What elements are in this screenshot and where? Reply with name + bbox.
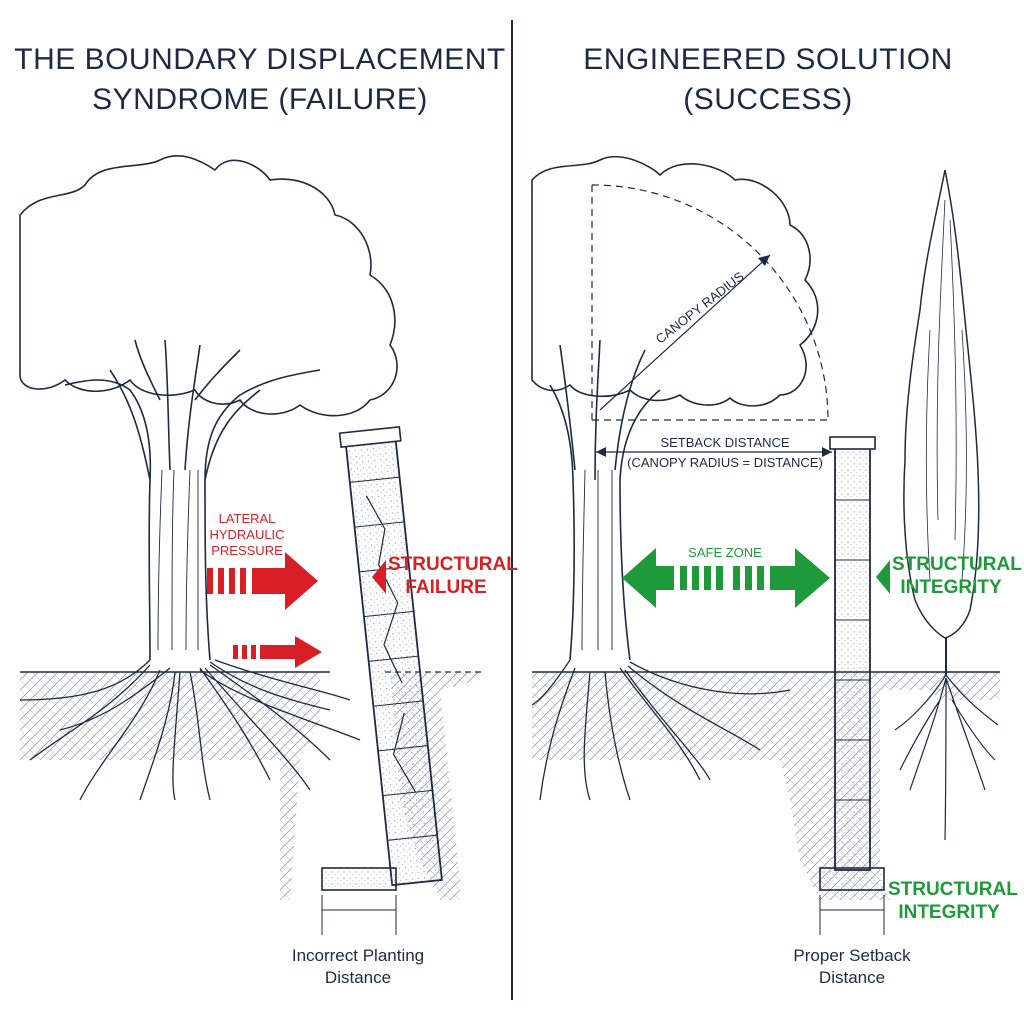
left-panel-illustration bbox=[19, 155, 482, 935]
right-panel-illustration bbox=[531, 155, 1000, 935]
right-title-line2: (SUCCESS) bbox=[683, 83, 853, 116]
left-dimension-marker bbox=[321, 895, 397, 935]
integrity-arrow bbox=[876, 560, 890, 594]
right-title-line1: ENGINEERED SOLUTION bbox=[583, 43, 953, 76]
left-tree-roots bbox=[19, 659, 361, 801]
setback-label-line2: (CANOPY RADIUS = DISTANCE) bbox=[627, 455, 823, 470]
left-failing-wall bbox=[338, 426, 443, 887]
structural-failure-label: STRUCTURAL FAILURE bbox=[388, 553, 518, 599]
left-tree-trunk bbox=[64, 339, 321, 661]
integrity-lower-line1: STRUCTURAL bbox=[888, 879, 1018, 900]
right-caption-line2: Distance bbox=[818, 968, 886, 987]
right-caption-line1: Proper Setback bbox=[793, 946, 911, 965]
structural-integrity-upper-label: STRUCTURAL INTEGRITY bbox=[892, 553, 1022, 599]
pressure-arrow-upper bbox=[207, 552, 318, 610]
left-panel-title: THE BOUNDARY DISPLACEMENT SYNDROME (FAIL… bbox=[10, 40, 510, 120]
right-caption: Proper Setback Distance bbox=[762, 945, 942, 989]
pressure-arrow-lower bbox=[233, 636, 322, 668]
right-tree-roots bbox=[531, 659, 791, 801]
failure-label-line2: FAILURE bbox=[405, 577, 487, 598]
lateral-pressure-label: LATERAL HYDRAULIC PRESSURE bbox=[192, 511, 302, 559]
pressure-label-line3: PRESSURE bbox=[211, 543, 283, 558]
setback-distance-label: SETBACK DISTANCE (CANOPY RADIUS = DISTAN… bbox=[620, 435, 830, 471]
pressure-label-line2: HYDRAULIC bbox=[209, 527, 285, 542]
safe-zone-text: SAFE ZONE bbox=[688, 545, 762, 560]
right-tree-canopy bbox=[531, 155, 819, 407]
cypress-roots bbox=[894, 674, 999, 841]
left-title-line2: SYNDROME (FAILURE) bbox=[92, 83, 428, 116]
left-title-line1: THE BOUNDARY DISPLACEMENT bbox=[14, 43, 506, 76]
failure-label-line1: STRUCTURAL bbox=[388, 554, 518, 575]
right-dimension-marker bbox=[819, 895, 885, 935]
safe-zone-arrow bbox=[622, 548, 830, 608]
setback-label-line1: SETBACK DISTANCE bbox=[660, 435, 790, 450]
left-wall-footing bbox=[321, 867, 397, 891]
left-soil bbox=[20, 672, 480, 900]
integrity-upper-line2: INTEGRITY bbox=[900, 577, 1002, 598]
left-caption: Incorrect Planting Distance bbox=[268, 945, 448, 989]
left-caption-line1: Incorrect Planting bbox=[291, 946, 425, 965]
right-stable-wall bbox=[819, 436, 885, 891]
integrity-lower-line2: INTEGRITY bbox=[898, 902, 1000, 923]
right-tree-trunk bbox=[549, 339, 661, 661]
canopy-radius-line bbox=[599, 254, 771, 411]
integrity-upper-line1: STRUCTURAL bbox=[892, 554, 1022, 575]
right-soil bbox=[532, 672, 1000, 900]
right-panel-title: ENGINEERED SOLUTION (SUCCESS) bbox=[518, 40, 1018, 120]
left-tree-canopy bbox=[19, 155, 398, 417]
failure-arrow bbox=[372, 560, 386, 594]
canopy-radius-arc bbox=[591, 184, 829, 421]
structural-integrity-lower-label: STRUCTURAL INTEGRITY bbox=[888, 878, 1018, 924]
cypress-tree bbox=[903, 169, 980, 639]
left-caption-line2: Distance bbox=[324, 968, 392, 987]
pressure-label-line1: LATERAL bbox=[218, 511, 276, 526]
safe-zone-label: SAFE ZONE bbox=[680, 545, 770, 561]
